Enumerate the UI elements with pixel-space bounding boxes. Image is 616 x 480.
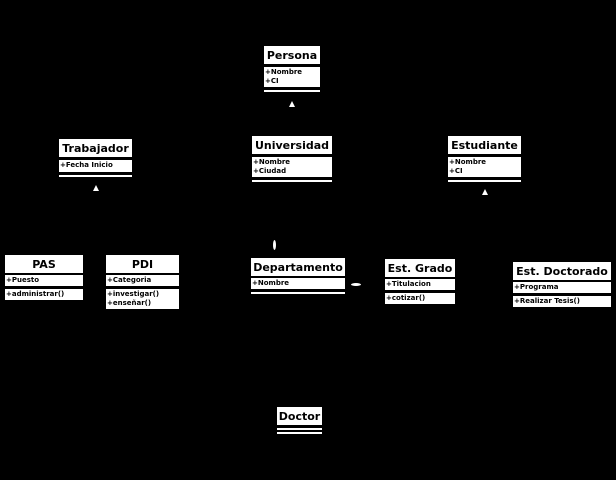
class-attributes: +Puesto [5, 275, 83, 286]
class-title: PAS [5, 255, 83, 273]
operation: +investigar() [107, 290, 160, 298]
attribute: +CI [449, 167, 463, 175]
class-attributes: +Fecha Inicio [59, 160, 132, 172]
operation: +Realizar Tesis() [514, 297, 580, 305]
attribute: +Nombre [252, 279, 290, 287]
generalization-arrow-icon [93, 185, 99, 191]
operation: +cotizar() [386, 294, 426, 302]
class-operations-empty [448, 180, 521, 182]
class-attributes: +Nombre +Ciudad [252, 157, 332, 177]
class-estudiante[interactable]: Estudiante +Nombre +CI [448, 136, 521, 182]
class-departamento[interactable]: Departamento +Nombre [251, 258, 345, 294]
attribute: +Fecha Inicio [60, 161, 113, 169]
class-operations-empty [59, 175, 132, 177]
operation: +enseñar() [107, 299, 152, 307]
class-attributes: +Titulacion [385, 279, 455, 290]
class-title: Universidad [252, 136, 332, 154]
class-operations-empty [277, 432, 322, 434]
class-title: Estudiante [448, 136, 521, 154]
class-universidad[interactable]: Universidad +Nombre +Ciudad [252, 136, 332, 182]
attribute: +Ciudad [253, 167, 287, 175]
generalization-arrow-icon [289, 101, 295, 107]
class-persona[interactable]: Persona +Nombre +CI [264, 46, 320, 92]
aggregation-diamond-icon [273, 240, 276, 250]
attribute: +Puesto [6, 276, 40, 284]
class-title: Persona [264, 46, 320, 64]
operation: +administrar() [6, 290, 65, 298]
class-pdi[interactable]: PDI +Categoria +investigar() +enseñar() [106, 255, 179, 309]
class-attributes: +Nombre [251, 278, 345, 289]
class-operations: +investigar() +enseñar() [106, 289, 179, 309]
class-title: PDI [106, 255, 179, 273]
class-trabajador[interactable]: Trabajador +Fecha Inicio [59, 139, 132, 177]
class-attributes: +Nombre +CI [264, 67, 320, 87]
generalization-arrow-icon [482, 189, 488, 195]
attribute: +CI [265, 77, 279, 85]
class-operations-empty [251, 292, 345, 294]
attribute: +Categoria [107, 276, 152, 284]
attribute: +Nombre [253, 158, 291, 166]
class-title: Departamento [251, 258, 345, 276]
attribute: +Nombre [449, 158, 487, 166]
attribute: +Titulacion [386, 280, 431, 288]
class-attributes-empty [277, 428, 322, 430]
class-operations-empty [252, 180, 332, 182]
class-est-grado[interactable]: Est. Grado +Titulacion +cotizar() [385, 259, 455, 304]
attribute: +Nombre [265, 68, 303, 76]
class-doctor[interactable]: Doctor [277, 407, 322, 434]
class-title: Trabajador [59, 139, 132, 157]
class-title: Est. Doctorado [513, 262, 611, 280]
class-attributes: +Categoria [106, 275, 179, 286]
class-title: Est. Grado [385, 259, 455, 277]
class-pas[interactable]: PAS +Puesto +administrar() [5, 255, 83, 300]
class-attributes: +Nombre +CI [448, 157, 521, 177]
class-operations: +administrar() [5, 289, 83, 300]
class-est-doctorado[interactable]: Est. Doctorado +Programa +Realizar Tesis… [513, 262, 611, 307]
class-attributes: +Programa [513, 282, 611, 293]
attribute: +Programa [514, 283, 559, 291]
class-title: Doctor [277, 407, 322, 425]
class-operations-empty [264, 90, 320, 92]
class-operations: +cotizar() [385, 293, 455, 304]
class-operations: +Realizar Tesis() [513, 296, 611, 307]
aggregation-diamond-icon [351, 283, 361, 286]
